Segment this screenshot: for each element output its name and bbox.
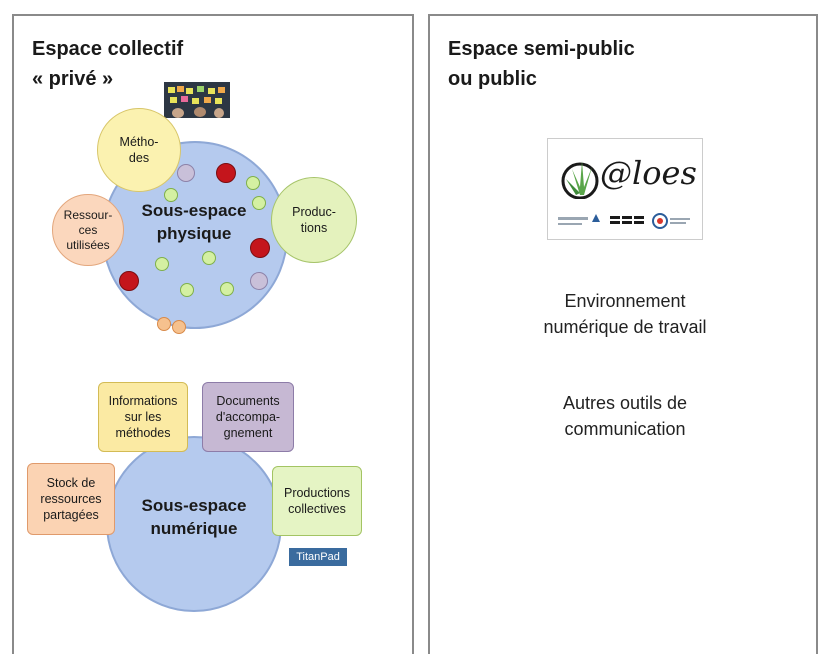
dot-green	[164, 188, 178, 202]
dot-orange	[172, 320, 186, 334]
public-space-title: Espace semi-public ou public	[448, 38, 635, 90]
dot-purple	[250, 272, 268, 290]
productions-circle: Produc- tions	[271, 177, 357, 263]
sticky-notes-image	[164, 82, 230, 118]
dot-green	[180, 283, 194, 297]
dot-purple	[177, 164, 195, 182]
resources-circle: Ressour- ces utilisées	[52, 194, 124, 266]
documents-label: Documents d'accompa- gnement	[215, 394, 281, 440]
physical-subspace-label: Sous-espace physique	[141, 201, 247, 243]
methods-label: Métho- des	[119, 135, 159, 165]
dot-green	[246, 176, 260, 190]
collective-productions-box: Productions collectives	[272, 466, 362, 536]
methods-circle: Métho- des	[97, 108, 181, 192]
dot-green	[155, 257, 169, 271]
public-space-panel: Espace semi-public ou public @loes Envir…	[428, 14, 818, 654]
aloes-plant-icon	[561, 161, 599, 199]
stock-box: Stock de ressources partagées	[27, 463, 115, 535]
documents-box: Documents d'accompa- gnement	[202, 382, 294, 452]
dot-red	[216, 163, 236, 183]
private-space-panel: Espace collectif « privé »	[12, 14, 414, 654]
productions-label: Produc- tions	[292, 205, 336, 235]
digital-subspace-label: Sous-espace numérique	[141, 496, 247, 538]
aloes-logo: @loes	[547, 138, 703, 240]
methods-info-label: Informations sur les méthodes	[108, 394, 178, 440]
partner-logos	[558, 213, 690, 229]
titanpad-label: TitanPad	[296, 551, 340, 563]
private-space-title: Espace collectif « privé »	[32, 38, 184, 90]
digital-subspace-circle: Sous-espace numérique	[106, 436, 282, 612]
titanpad-logo: TitanPad	[289, 548, 347, 566]
methods-info-box: Informations sur les méthodes	[98, 382, 188, 452]
dot-red	[250, 238, 270, 258]
dot-orange	[157, 317, 171, 331]
dot-green	[220, 282, 234, 296]
dot-green	[252, 196, 266, 210]
collective-productions-label: Productions collectives	[283, 486, 350, 516]
stock-label: Stock de ressources partagées	[40, 476, 102, 522]
aloes-logo-text: @loes	[600, 154, 697, 192]
resources-label: Ressour- ces utilisées	[63, 207, 113, 252]
dot-green	[202, 251, 216, 265]
digital-work-environment-text: Environnement numérique de travail	[543, 291, 707, 337]
dot-red	[119, 271, 139, 291]
other-communication-tools-text: Autres outils de communication	[562, 393, 688, 439]
